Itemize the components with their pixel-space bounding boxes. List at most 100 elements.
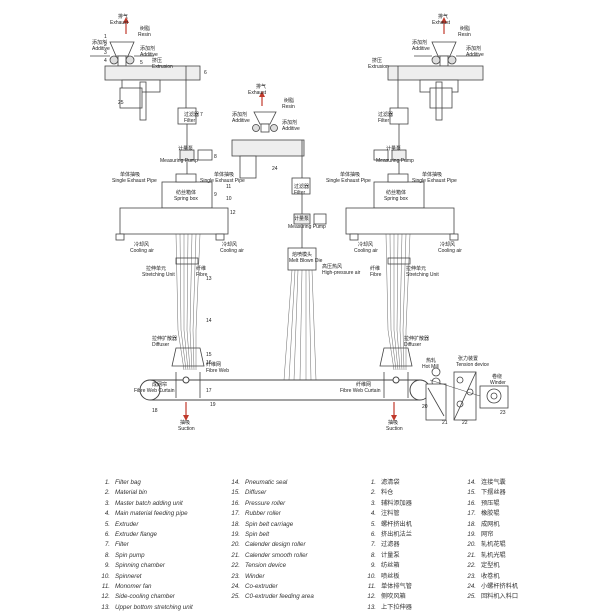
left-additive-zh-a: 添加剂	[92, 39, 107, 46]
tension-device-zh: 张力装置	[458, 355, 478, 362]
callout-18: 18	[152, 408, 158, 414]
left-cooling-air-en-b: Cooling air	[220, 248, 244, 254]
legend-item: 20.Calender design roller	[231, 541, 306, 549]
legend-item: 12.Side-cooling chamber	[101, 593, 175, 601]
center-hopper	[252, 111, 278, 133]
right-fibre-web-zh: 纤维网	[356, 381, 371, 388]
legend-item: 4.Main material feeding pipe	[104, 510, 188, 518]
center-exhaust-zh: 排气	[256, 83, 266, 90]
legend-item: 15.下摆丝器	[467, 489, 506, 497]
center-measuring-pump-en: Measuring Pump	[288, 224, 326, 230]
callout-23: 23	[500, 410, 506, 416]
left-cooling-air-zh-a: 冷却风	[134, 241, 149, 248]
legend-item: 8.Spin pump	[104, 551, 145, 559]
legend-item: 10.Spinneret	[101, 572, 142, 580]
center-additive-zh-b: 添加剂	[282, 119, 297, 126]
callout-8: 8	[214, 154, 217, 160]
left-stretching-unit-zh: 拉伸单元	[146, 265, 166, 272]
left-cooling-chamber	[119, 207, 229, 235]
right-extrusion-en: Extrusion	[368, 64, 389, 70]
right-exhaust-zh: 排气	[438, 13, 448, 20]
callout-7: 7	[200, 112, 203, 118]
legend-item: 1.滤清袋	[370, 479, 400, 486]
legend-item: 1.Filter bag	[104, 479, 141, 486]
legend-item: 3.Master batch adding unit	[104, 499, 183, 507]
legend-item: 24.小螺杆挤料机	[467, 583, 519, 591]
center-fibres	[283, 269, 317, 381]
right-cooling-air-en-b: Cooling air	[438, 248, 462, 254]
center-filter	[291, 177, 311, 195]
callout-6: 6	[204, 70, 207, 76]
tension-device-en: Tension device	[456, 362, 489, 368]
legend-item: 18.成网机	[467, 520, 500, 528]
left-single-exhaust-zh-a: 单体抽吸	[120, 171, 140, 178]
right-single-exhaust-zh-b: 单体抽吸	[422, 171, 442, 178]
right-cooling-chamber	[345, 207, 455, 235]
winder	[479, 385, 509, 409]
legend-item: 25.C0-extruder feeding area	[231, 593, 314, 601]
legend-item: 19.Spin belt	[231, 531, 270, 539]
callout-2: 2	[104, 42, 107, 48]
legend-item: 22.定型机	[467, 562, 500, 570]
callout-12: 12	[230, 210, 236, 216]
legend-item: 21.Calender smooth roller	[231, 551, 308, 559]
center-resin-en: Resin	[282, 104, 295, 110]
legend-en-col1: 1.Filter bag 2.Material bin 3.Master bat…	[96, 478, 192, 613]
exhaust-arrows	[123, 17, 447, 421]
left-fibre-en: Fibre	[196, 272, 208, 278]
left-spring-box-en: Spring box	[174, 196, 198, 202]
left-diffuser-en: Diffuser	[152, 342, 169, 348]
process-diagram: 排气 Exhaust 树脂 Resin 添加剂 Additive 添加剂 Add…	[90, 13, 509, 432]
legend-en-col2: 14.Pneumatic seal 15.Diffuser 16.Pressur…	[226, 478, 314, 603]
callout-22: 22	[462, 420, 468, 426]
legend-item: 14.Pneumatic seal	[231, 479, 288, 486]
right-cooling-air-en-a: Cooling air	[354, 248, 378, 254]
left-single-exhaust-en-a: Single Exhaust Pipe	[112, 178, 157, 184]
callout-10: 10	[226, 196, 232, 202]
right-stretching-unit-zh: 拉伸单元	[406, 265, 426, 272]
legend-item: 22.Tension device	[231, 562, 287, 570]
right-diffuser-en: Diffuser	[404, 342, 421, 348]
legend-item: 2.料仓	[370, 489, 394, 497]
legend-item: 9.Spinning chamber	[104, 562, 165, 570]
legend-item: 18.Spin belt carriage	[231, 520, 294, 528]
callout-13: 13	[206, 276, 212, 282]
left-exhaust-zh: 排气	[118, 13, 128, 20]
right-fibre-zh: 纤维	[370, 265, 380, 272]
left-extrusion-zh: 挤压	[152, 57, 162, 64]
left-additive-en-b: Additive	[140, 52, 158, 58]
right-single-exhaust-zh-a: 单体抽吸	[340, 171, 360, 178]
hot-mill-en: Hot Mill	[422, 364, 439, 370]
legend-item: 20.轧机花辊	[467, 541, 506, 549]
callout-9: 9	[214, 192, 217, 198]
left-suction-zh: 抽吸	[180, 419, 190, 426]
legend-item: 21.轧机光辊	[467, 551, 506, 559]
callout-21: 21	[442, 420, 448, 426]
center-additive-zh-a: 添加剂	[232, 111, 247, 118]
right-single-exhaust-en-a: Single Exhaust Pipe	[326, 178, 371, 184]
center-exhaust-en: Exhaust	[248, 90, 267, 96]
left-hopper	[90, 41, 154, 67]
left-cooling-air-zh-b: 冷却风	[222, 241, 237, 248]
left-filter-zh: 过滤器	[184, 111, 199, 118]
left-measuring-pump-en: Measuring Pump	[160, 158, 198, 164]
legend-item: 13.上下拉伸器	[367, 603, 412, 611]
left-extruder	[104, 65, 201, 121]
legend-item: 3.辅料添加器	[370, 499, 412, 507]
callout-5: 5	[140, 60, 143, 66]
callout-14: 14	[206, 318, 212, 324]
right-filter-zh: 过滤器	[378, 111, 393, 118]
left-curtain-zh: 成网帘	[152, 381, 167, 388]
right-additive-zh-a: 添加剂	[412, 39, 427, 46]
legend-item: 11.Monomer fan	[101, 583, 152, 591]
left-fibre-zh: 纤维	[196, 265, 206, 272]
left-suction-en: Suction	[178, 426, 195, 432]
legend-item: 7.Filter	[104, 541, 129, 549]
legend-item: 11.单体排气管	[367, 583, 412, 591]
callout-20: 20	[422, 404, 428, 410]
left-measuring-pump-zh: 计量泵	[178, 145, 193, 152]
legend-item: 14.连接气囊	[467, 479, 506, 486]
legend-item: 17.橡胶辊	[467, 510, 500, 518]
legend-item: 7.过滤器	[370, 541, 400, 549]
left-spin-box	[161, 181, 213, 209]
